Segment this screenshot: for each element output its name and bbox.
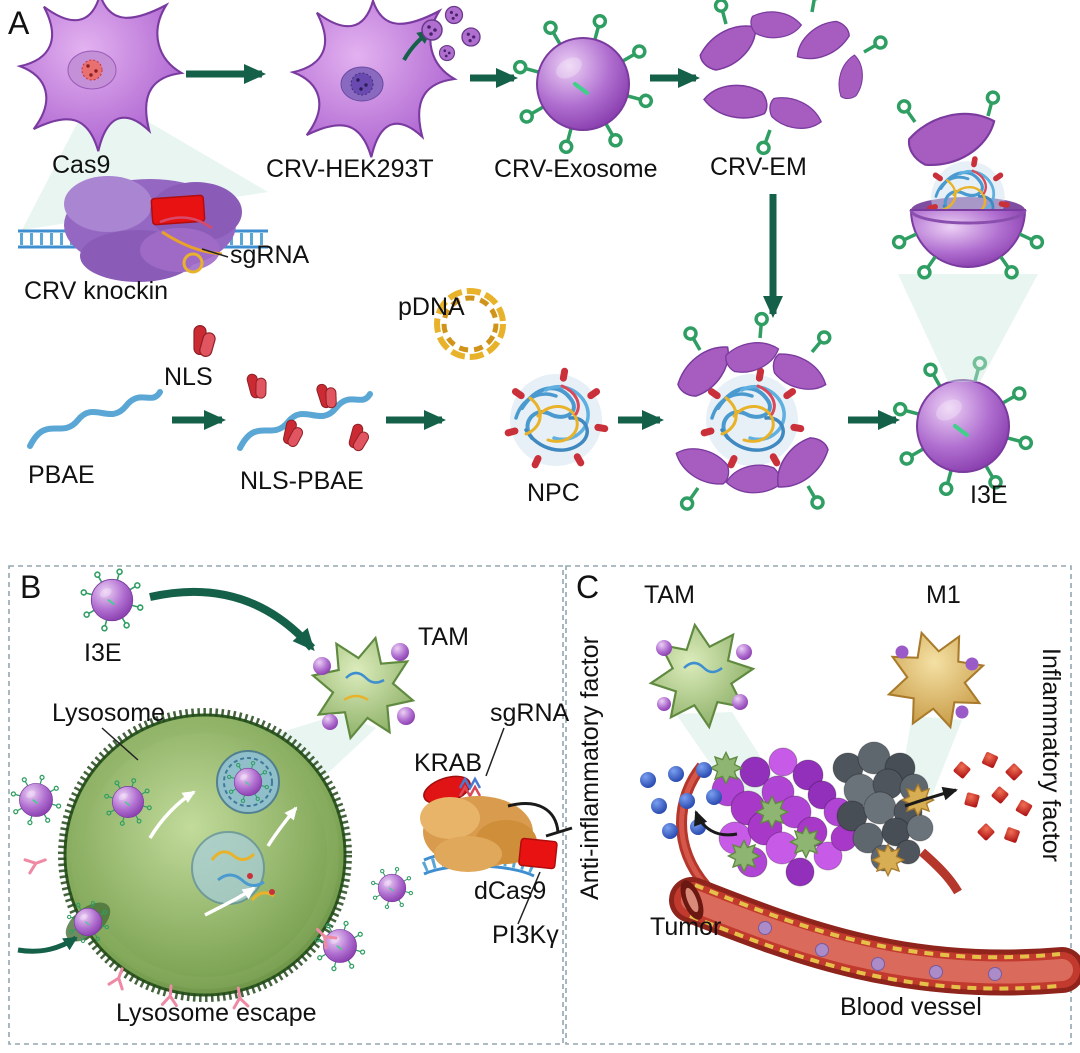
label-crv-hek293t: CRV-HEK293T (266, 155, 434, 183)
crv-hek293t-cell-illustration (292, 0, 481, 159)
label-i3e-a: I3E (970, 481, 1008, 509)
arrow-to-inflammatory (904, 786, 958, 808)
pi3kg-pointer-line (517, 871, 541, 925)
npc-nanoparticle (501, 365, 611, 472)
tam-cell-b (300, 625, 425, 750)
lysosome-illustration (58, 708, 352, 1002)
label-sgrna-b: sgRNA (490, 699, 570, 727)
panel-b-letter: B (20, 569, 42, 605)
label-tam-b: TAM (418, 623, 469, 651)
label-krab: KRAB (414, 749, 483, 777)
i3e-particle-b (81, 569, 144, 632)
hek293t-cell-illustration (19, 0, 183, 153)
entry-arrow (17, 935, 78, 954)
sgrna-pointer-line (201, 248, 229, 258)
panel-b-art (11, 569, 573, 1010)
zoom-cone-i3e (898, 274, 1038, 382)
nls-pbae-polymer (237, 370, 373, 455)
label-blood-vessel: Blood vessel (840, 993, 982, 1021)
label-m1: M1 (926, 581, 961, 609)
label-cas9: Cas9 (52, 151, 111, 179)
label-crv-exosome: CRV-Exosome (494, 155, 658, 183)
blood-vessel-illustration (669, 877, 1080, 996)
label-pdna: pDNA (398, 293, 465, 321)
label-nls-pbae: NLS-PBAE (240, 467, 364, 495)
m1-cell-illustration (869, 613, 1002, 746)
panel-borders (8, 565, 1072, 1045)
arrow-to-anti-inflammatory (694, 810, 738, 837)
label-nls: NLS (164, 363, 213, 391)
pi3kg-gene-block (518, 837, 558, 870)
label-tumor: Tumor (650, 913, 722, 941)
label-pbae: PBAE (28, 461, 95, 489)
i3e-zoom-cutaway (890, 89, 1046, 382)
sgrna-pointer-line-b (485, 727, 505, 777)
panel-c-letter: C (576, 569, 600, 605)
uptake-arrow (149, 587, 316, 652)
dcas9-complex-illustration (420, 727, 573, 925)
label-crv-knockin: CRV knockin (24, 277, 169, 305)
npc-em-assembly (670, 311, 836, 513)
label-tam-c: TAM (644, 581, 695, 609)
label-sgrna-a: sgRNA (230, 241, 310, 269)
label-inflammatory: Inflammatory factor (1037, 648, 1065, 862)
inflammatory-squares (952, 751, 1033, 844)
label-anti-inflammatory: Anti-inflammatory factor (576, 636, 604, 900)
lysosome-pointer-line (101, 727, 139, 761)
incoming-i3e-particle (11, 775, 61, 825)
label-i3e-b: I3E (84, 639, 122, 667)
pbae-polymer (27, 389, 163, 449)
cas9-complex-illustration (18, 176, 268, 282)
label-lysosome-escape: Lysosome escape (116, 999, 317, 1027)
panel-a-letter: A (8, 5, 30, 41)
nls-icon (193, 325, 218, 359)
crv-em-fragments (693, 0, 890, 157)
label-dcas9: dCas9 (474, 877, 547, 905)
panel-b-box (8, 565, 564, 1045)
receptor-icon (23, 851, 50, 875)
tam-cell-c (644, 618, 761, 735)
pdna-plasmid-illustration (434, 288, 506, 360)
panel-a-art (18, 0, 1046, 513)
panel-c-box (565, 565, 1072, 1045)
label-crv-em: CRV-EM (710, 153, 807, 181)
label-npc: NPC (527, 479, 580, 507)
crv-exosome-illustration (513, 14, 652, 153)
label-pi3kg: PI3Kγ (492, 921, 559, 949)
free-i3e-particle-2 (371, 867, 413, 909)
zoom-cone-lysosome (250, 714, 376, 790)
tumor-mass (676, 741, 962, 895)
label-lysosome: Lysosome (52, 699, 166, 727)
panel-c-art (640, 613, 1080, 996)
